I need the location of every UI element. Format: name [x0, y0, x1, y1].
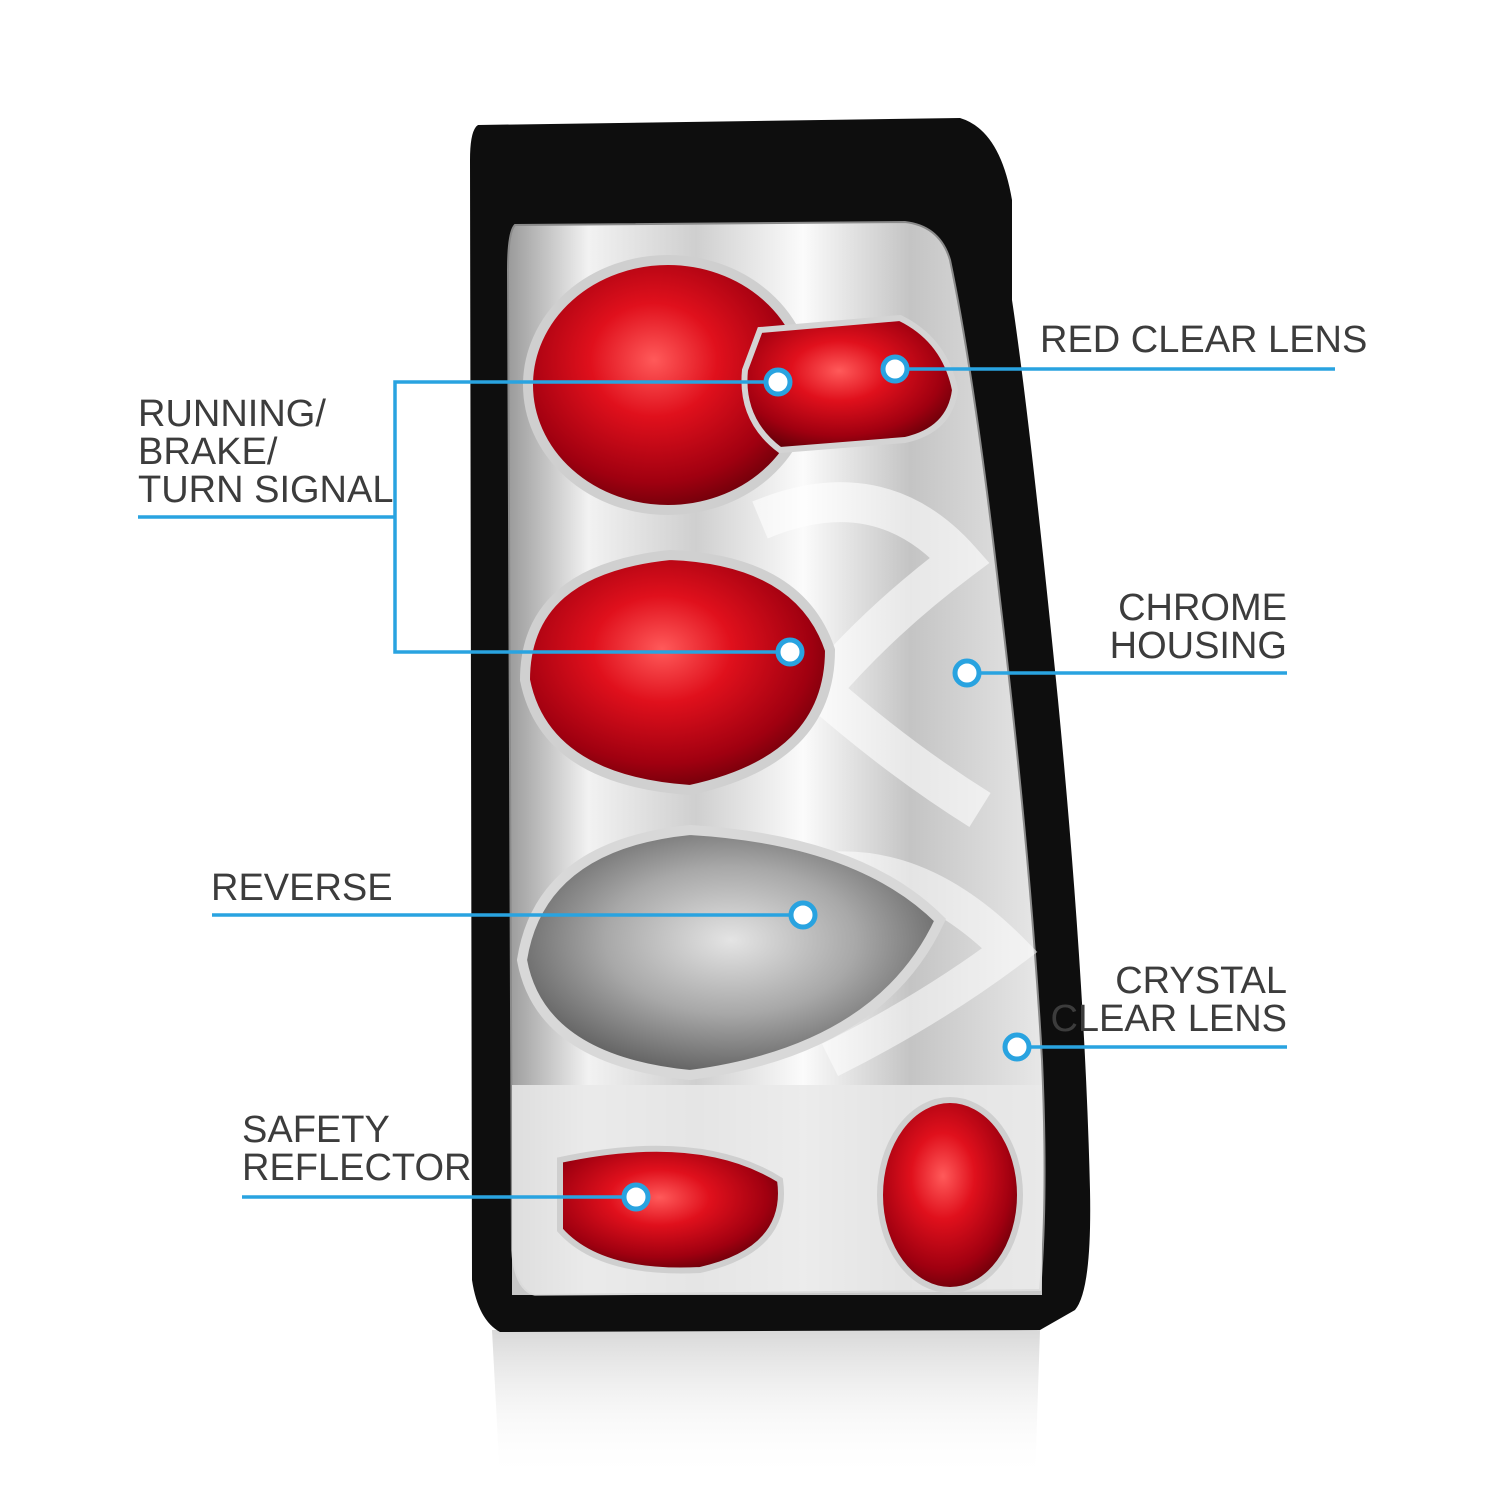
- label-line: CRYSTAL: [1115, 960, 1287, 1002]
- dot-crystal-clear-lens: [1002, 1032, 1032, 1062]
- middle-red-lens: [519, 549, 836, 796]
- dot-safety-reflector: [621, 1182, 651, 1212]
- red-clear-lens: [741, 314, 959, 454]
- label-reverse: REVERSE: [211, 869, 393, 907]
- label-running-brake-turn: RUNNING/ BRAKE/ TURN SIGNAL: [138, 395, 393, 509]
- reverse-lens: [516, 824, 947, 1081]
- label-line: BRAKE/: [138, 431, 278, 473]
- label-safety-reflector: SAFETY REFLECTOR: [242, 1111, 471, 1187]
- label-line: REFLECTOR: [242, 1147, 472, 1189]
- label-line: HOUSING: [1109, 625, 1287, 667]
- label-line: CLEAR LENS: [1050, 998, 1287, 1040]
- callout-dots: [621, 354, 1032, 1212]
- dot-running-top: [763, 367, 793, 397]
- side-reflector-lens: [877, 1097, 1023, 1293]
- dot-reverse: [788, 900, 818, 930]
- label-line: RED CLEAR LENS: [1040, 319, 1368, 361]
- safety-reflector-lens: [557, 1145, 784, 1274]
- label-line: REVERSE: [211, 867, 393, 909]
- dot-chrome-housing: [952, 658, 982, 688]
- label-chrome-housing: CHROME HOUSING: [1110, 589, 1287, 665]
- leader-running-brake-bracket: [393, 380, 790, 654]
- product-reflection: [492, 1330, 1040, 1480]
- label-crystal-clear-lens: CRYSTAL CLEAR LENS: [1050, 962, 1287, 1038]
- leader-lines: [138, 367, 1335, 1199]
- label-red-clear-lens: RED CLEAR LENS: [1040, 321, 1367, 359]
- dot-running-middle: [775, 637, 805, 667]
- chrome-swirl: [752, 482, 991, 827]
- label-line: CHROME: [1118, 587, 1287, 629]
- dot-red-clear-lens: [880, 354, 910, 384]
- label-line: TURN SIGNAL: [138, 469, 394, 511]
- label-line: SAFETY: [242, 1109, 390, 1151]
- label-line: RUNNING/: [138, 393, 326, 435]
